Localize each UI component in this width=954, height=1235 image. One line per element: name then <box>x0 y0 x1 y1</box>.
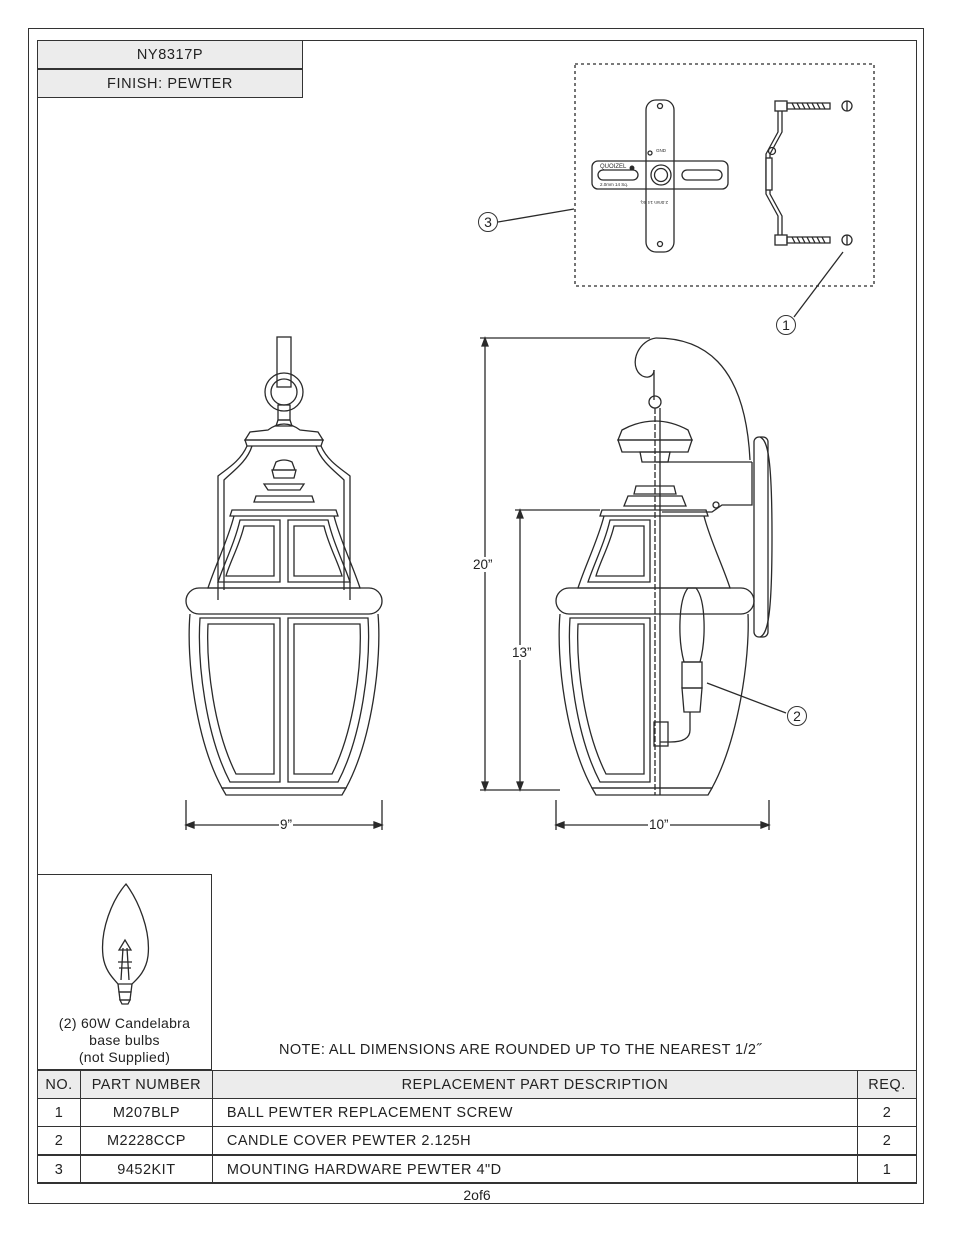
table-row: 1 M207BLP BALL PEWTER REPLACEMENT SCREW … <box>37 1098 917 1127</box>
row-req: 1 <box>857 1154 917 1184</box>
finish-label: FINISH: PEWTER <box>37 69 303 98</box>
leader-1 <box>793 251 844 318</box>
bulb-caption-line3: (not Supplied) <box>78 1049 171 1065</box>
row-part-number: M207BLP <box>79 1098 213 1127</box>
replacement-parts-table: NO. PART NUMBER REPLACEMENT PART DESCRIP… <box>37 1070 917 1184</box>
bulb-caption: (2) 60W Candelabra base bulbs (not Suppl… <box>38 1015 211 1066</box>
leader-2 <box>706 682 787 714</box>
dimension-front-width: 9” <box>279 817 294 832</box>
table-header-row: NO. PART NUMBER REPLACEMENT PART DESCRIP… <box>37 1070 917 1099</box>
hardware-detail-box <box>574 63 875 287</box>
column-header-no: NO. <box>37 1070 81 1099</box>
model-number: NY8317P <box>37 40 303 69</box>
leader-3 <box>497 208 575 223</box>
page-frame <box>28 28 924 1204</box>
candelabra-bulb-illustration <box>101 882 150 1005</box>
row-part-number: M2228CCP <box>79 1126 213 1156</box>
dimension-overall-height: 20” <box>472 557 494 572</box>
lantern-front-view <box>185 336 383 796</box>
column-header-description: REPLACEMENT PART DESCRIPTION <box>211 1070 859 1099</box>
callout-1: 1 <box>776 315 796 335</box>
page-number: 2of6 <box>463 1187 491 1203</box>
plate-brand: QUOIZEL <box>600 164 627 170</box>
row-part-number: 9452KIT <box>79 1154 213 1184</box>
table-row: 2 M2228CCP CANDLE COVER PEWTER 2.125H 2 <box>37 1126 917 1156</box>
plate-spec-rotated: 2.0mm 14 Sq. <box>640 200 668 205</box>
row-no: 1 <box>37 1098 81 1127</box>
crossbar-plate: QUOIZEL 2.0mm 14 Sq. GND 2.0mm 14 Sq. <box>591 99 729 253</box>
crossbar-side-view <box>765 100 853 246</box>
row-description: BALL PEWTER REPLACEMENT SCREW <box>211 1098 859 1127</box>
callout-3: 3 <box>478 212 498 232</box>
row-req: 2 <box>857 1126 917 1156</box>
lantern-side-view <box>555 337 773 796</box>
dimension-side-depth: 10” <box>648 817 670 832</box>
row-no: 2 <box>37 1126 81 1156</box>
bulb-caption-line2: base bulbs <box>89 1032 160 1048</box>
column-header-part-number: PART NUMBER <box>79 1070 213 1099</box>
plate-gnd: GND <box>656 148 667 153</box>
column-header-req: REQ. <box>857 1070 917 1099</box>
row-no: 3 <box>37 1154 81 1184</box>
row-description: CANDLE COVER PEWTER 2.125H <box>211 1126 859 1156</box>
table-row: 3 9452KIT MOUNTING HARDWARE PEWTER 4"D 1 <box>37 1154 917 1184</box>
dimension-body-height: 13” <box>511 645 533 660</box>
row-description: MOUNTING HARDWARE PEWTER 4"D <box>211 1154 859 1184</box>
callout-2: 2 <box>787 706 807 726</box>
row-req: 2 <box>857 1098 917 1127</box>
bulb-caption-line1: (2) 60W Candelabra <box>58 1015 191 1031</box>
dimension-note: NOTE: ALL DIMENSIONS ARE ROUNDED UP TO T… <box>279 1042 762 1058</box>
plate-spec: 2.0mm 14 Sq. <box>600 182 628 187</box>
bulb-info-box: (2) 60W Candelabra base bulbs (not Suppl… <box>37 874 212 1070</box>
